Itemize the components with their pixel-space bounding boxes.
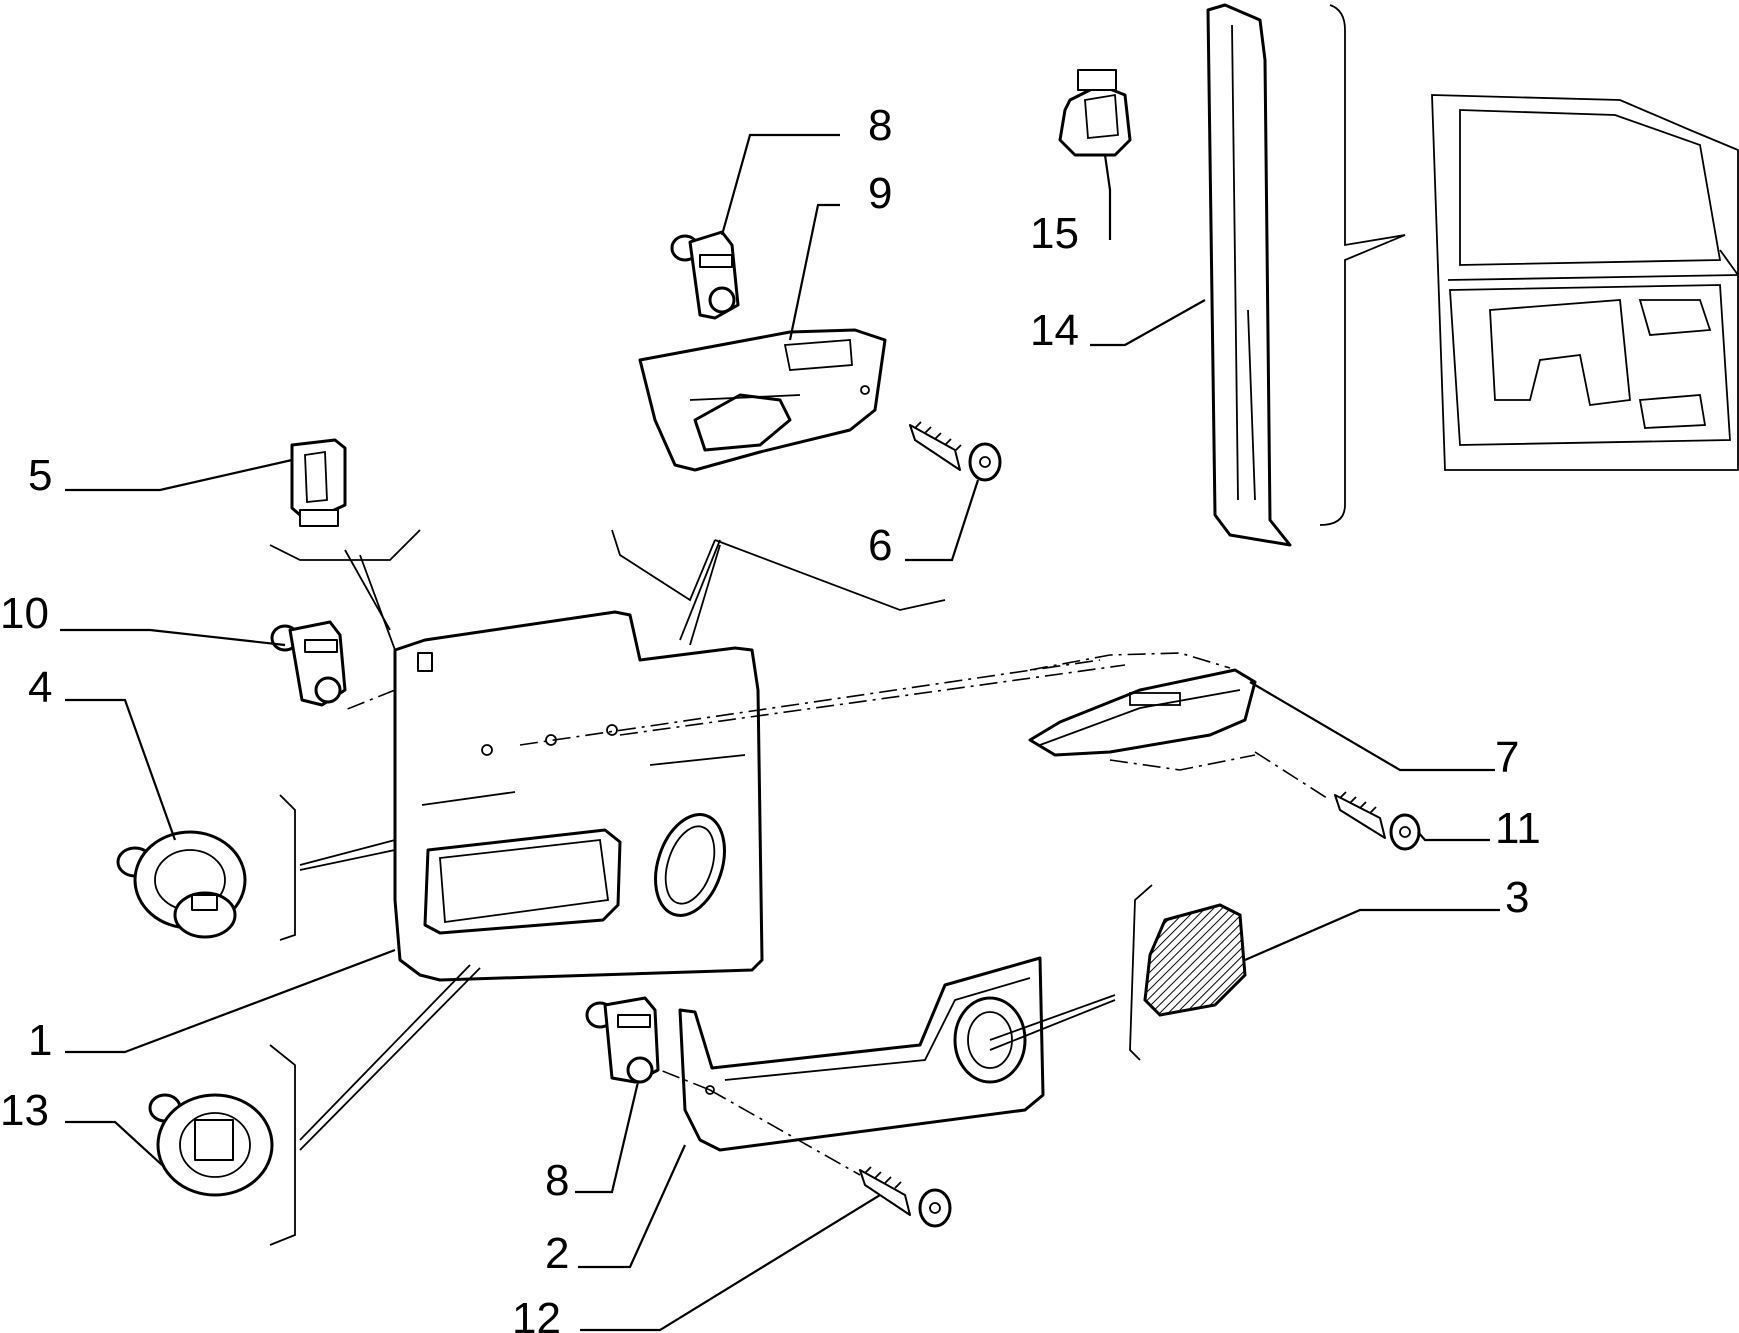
fastener-clip-13-part (148, 1093, 274, 1197)
callout-11: 11 (1495, 804, 1541, 853)
callout-15: 15 (1030, 209, 1079, 258)
callout-5: 5 (28, 451, 52, 500)
leader-lines (60, 133, 1500, 1332)
switch-trim-9-part (638, 328, 887, 472)
screw-6-part (909, 421, 1002, 482)
small-clip-5-part (290, 438, 347, 527)
door-panel-part (393, 610, 764, 982)
clip-15-part (1058, 69, 1132, 157)
fastener-clip-4-part (116, 830, 247, 939)
callout-2: 2 (545, 1229, 569, 1278)
retaining-clip-8-bottom-part (585, 996, 660, 1084)
callout-1: 1 (28, 1016, 52, 1065)
retaining-clip-8-top-part (670, 230, 740, 320)
door-outline-inset (1431, 94, 1739, 471)
callout-8-top: 8 (868, 101, 892, 150)
screw-11-part (1334, 791, 1421, 851)
speaker-grille-part (1143, 903, 1247, 1017)
callout-14: 14 (1030, 306, 1079, 355)
callout-8-bottom: 8 (545, 1156, 569, 1205)
group-brackets (269, 4, 1406, 1246)
callout-3: 3 (1505, 873, 1529, 922)
callout-10: 10 (0, 589, 49, 638)
callout-9: 9 (868, 169, 892, 218)
callout-12: 12 (512, 1294, 561, 1333)
armrest-handle-7-part (1028, 668, 1257, 757)
door-pocket-part (678, 956, 1045, 1152)
assembly-lines (299, 539, 1331, 1176)
callout-4: 4 (28, 663, 52, 712)
window-seal-strip-14-part (1206, 3, 1292, 547)
screw-12-part (859, 1166, 952, 1228)
callout-7: 7 (1495, 733, 1519, 782)
callout-13: 13 (0, 1086, 49, 1135)
callout-labels: 8 9 5 10 4 1 13 6 7 11 3 8 2 12 14 15 (0, 101, 1541, 1333)
retaining-clip-10-part (270, 620, 347, 707)
callout-6: 6 (868, 521, 892, 570)
